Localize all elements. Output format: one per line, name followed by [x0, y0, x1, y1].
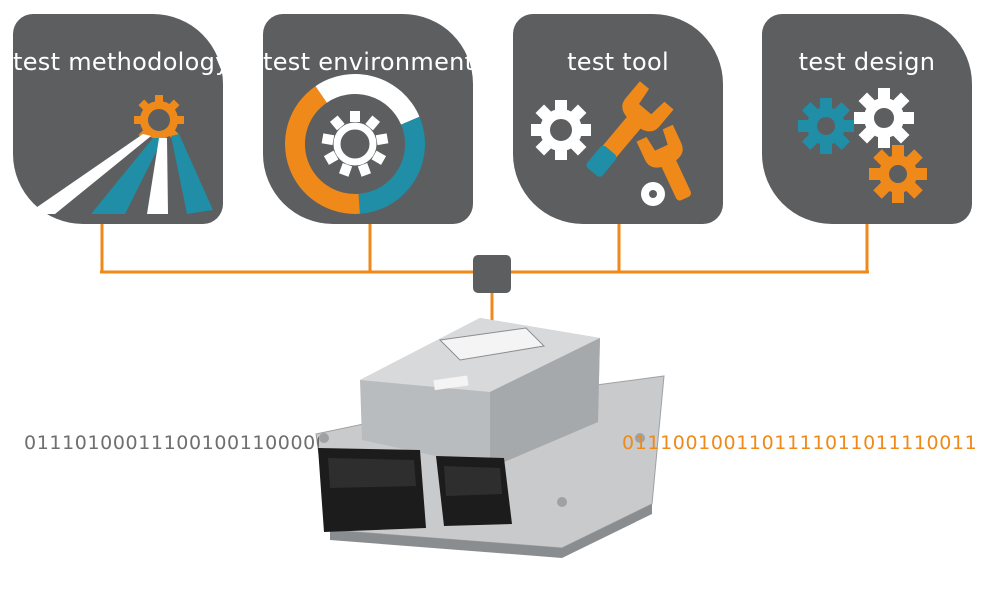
ecu-device — [315, 318, 665, 558]
card-title: test methodology — [13, 48, 230, 76]
card-test-tool: test tool — [513, 14, 723, 224]
card-test-design: test design — [762, 14, 972, 224]
card-title: test tool — [567, 48, 669, 76]
three-gears-icon — [798, 88, 927, 203]
card-title: test environment — [263, 48, 475, 76]
output-bitstream: 0111001001101111011011110011 — [622, 432, 978, 454]
card-title: test design — [798, 48, 936, 76]
card-test-environment: test environment — [263, 14, 475, 224]
gear-wrench-icon — [531, 81, 691, 206]
card-test-methodology: test methodology — [13, 14, 230, 224]
input-bitstream: 0111010001110010011000001 — [24, 432, 319, 454]
hub-node — [473, 255, 511, 293]
road-gear-icon — [27, 95, 213, 214]
gear-ring-icon — [285, 73, 425, 214]
